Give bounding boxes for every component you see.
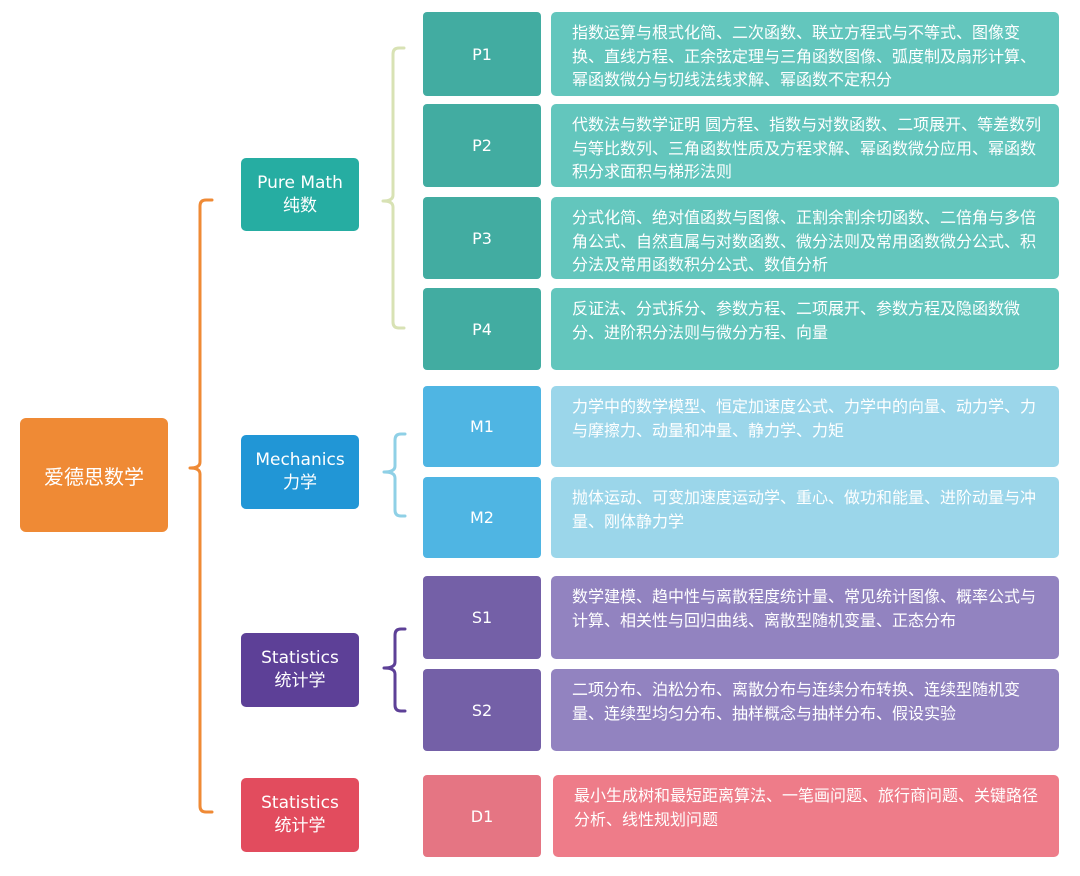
module-code-label: S1 bbox=[471, 608, 493, 627]
module-code-label: P3 bbox=[472, 228, 492, 248]
category-mechanics: Mechanics 力学 bbox=[241, 435, 359, 509]
category-title-en: Pure Math bbox=[257, 172, 343, 193]
category-title-cn: 统计学 bbox=[274, 816, 326, 836]
category-decision: Statistics 统计学 bbox=[241, 778, 359, 852]
module-code-label: M1 bbox=[470, 417, 494, 436]
module-description-p4: 反证法、分式拆分、参数方程、二项展开、参数方程及隐函数微分、进阶积分法则与微分方… bbox=[551, 288, 1059, 370]
module-code-s1: S1 bbox=[423, 576, 541, 659]
module-code-label: P2 bbox=[472, 136, 492, 155]
category-title-en: Statistics bbox=[261, 793, 339, 813]
mechanics-bracket bbox=[382, 432, 407, 518]
module-description-m1: 力学中的数学模型、恒定加速度公式、力学中的向量、动力学、力与摩擦力、动量和冲量、… bbox=[551, 386, 1059, 467]
category-title-cn: 纯数 bbox=[283, 195, 317, 216]
pure-math-bracket bbox=[381, 46, 406, 330]
category-pure-math: Pure Math 纯数 bbox=[241, 158, 359, 231]
module-description-s2: 二项分布、泊松分布、离散分布与连续分布转换、连续型随机变量、连续型均匀分布、抽样… bbox=[551, 669, 1059, 751]
module-code-m1: M1 bbox=[423, 386, 541, 467]
module-description-m2: 抛体运动、可变加速度运动学、重心、做功和能量、进阶动量与冲量、刚体静力学 bbox=[551, 477, 1059, 558]
category-title-en: Statistics bbox=[261, 648, 339, 668]
statistics-bracket bbox=[382, 627, 407, 713]
module-description-s1: 数学建模、趋中性与离散程度统计量、常见统计图像、概率公式与计算、相关性与回归曲线… bbox=[551, 576, 1059, 659]
module-description-p1: 指数运算与根式化简、二次函数、联立方程式与不等式、图像变换、直线方程、正余弦定理… bbox=[551, 12, 1059, 96]
module-code-m2: M2 bbox=[423, 477, 541, 558]
module-code-label: P4 bbox=[472, 319, 492, 339]
root-label: 爱德思数学 bbox=[44, 464, 144, 489]
root-node: 爱德思数学 bbox=[20, 418, 168, 532]
category-title-cn: 力学 bbox=[283, 473, 317, 493]
module-code-label: S2 bbox=[471, 700, 493, 720]
module-code-label: D1 bbox=[470, 806, 494, 826]
category-title-en: Mechanics bbox=[255, 450, 345, 470]
category-statistics: Statistics 统计学 bbox=[241, 633, 359, 707]
module-code-s2: S2 bbox=[423, 669, 541, 751]
category-title-cn: 统计学 bbox=[274, 671, 326, 691]
module-code-p2: P2 bbox=[423, 104, 541, 187]
module-code-p4: P4 bbox=[423, 288, 541, 370]
module-description-p3: 分式化简、绝对值函数与图像、正割余割余切函数、二倍角与多倍角公式、自然直属与对数… bbox=[551, 197, 1059, 279]
module-code-p1: P1 bbox=[423, 12, 541, 96]
module-code-d1: D1 bbox=[423, 775, 541, 857]
module-code-label: M2 bbox=[470, 508, 494, 527]
module-description-p2: 代数法与数学证明 圆方程、指数与对数函数、二项展开、等差数列与等比数列、三角函数… bbox=[551, 104, 1059, 187]
root-bracket bbox=[188, 198, 214, 814]
module-description-d1: 最小生成树和最短距离算法、一笔画问题、旅行商问题、关键路径分析、线性规划问题 bbox=[553, 775, 1059, 857]
module-code-label: P1 bbox=[472, 44, 492, 64]
module-code-p3: P3 bbox=[423, 197, 541, 279]
